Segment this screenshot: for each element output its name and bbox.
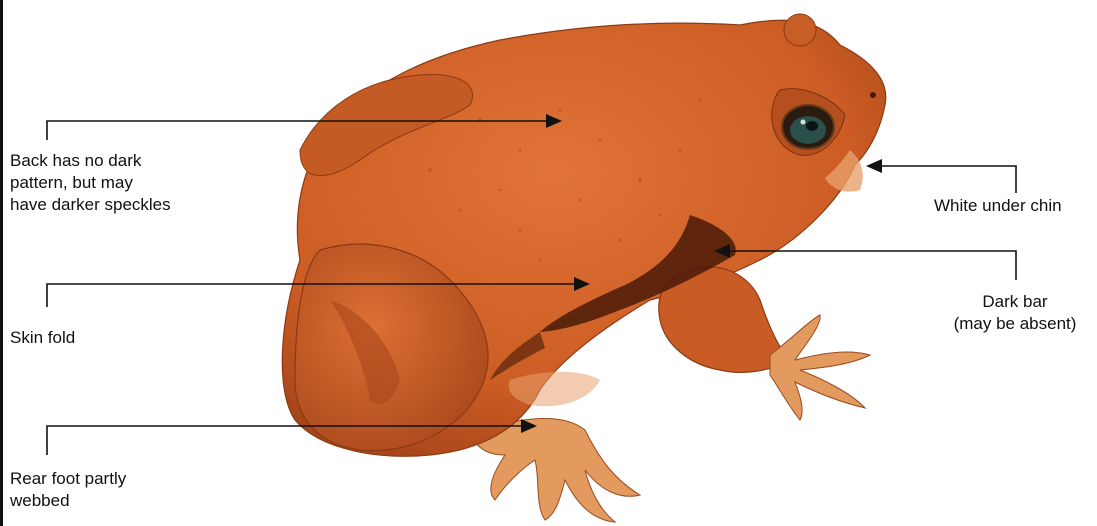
- arrowhead-chin: [866, 159, 882, 173]
- label-dark-bar: Dark bar (may be absent): [940, 291, 1090, 335]
- nostril: [870, 92, 876, 98]
- label-back: Back has no dark pattern, but may have d…: [10, 150, 171, 216]
- front-foot: [770, 315, 870, 420]
- label-chin: White under chin: [934, 195, 1062, 217]
- label-rear-foot: Rear foot partly webbed: [10, 468, 126, 512]
- ear-bump: [784, 14, 816, 46]
- leader-chin: [877, 166, 1016, 193]
- label-skin-fold: Skin fold: [10, 327, 75, 349]
